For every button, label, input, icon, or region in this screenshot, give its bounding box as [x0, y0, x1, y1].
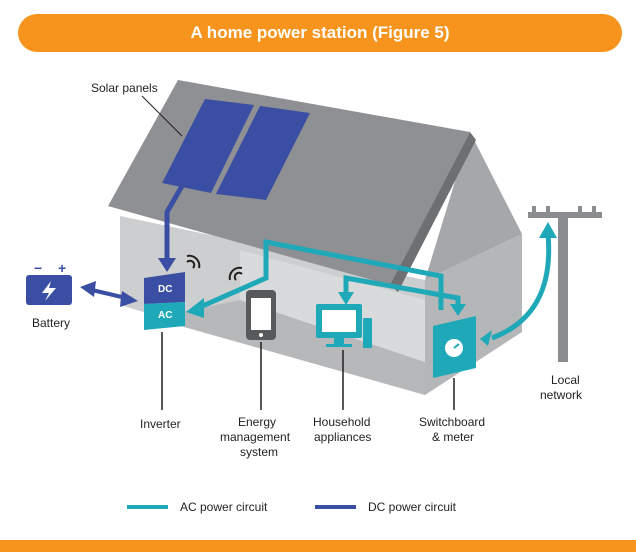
ac-line-switchboard-network	[491, 233, 552, 341]
switchboard-icon	[433, 316, 476, 378]
page-title: A home power station (Figure 5)	[190, 23, 450, 42]
ac-arrowhead-switchboard	[450, 304, 466, 316]
power-pole-icon	[528, 206, 602, 362]
label-switchboard-1: Switchboard	[419, 415, 485, 429]
solar-panel-left	[162, 99, 254, 193]
title-banner: A home power station (Figure 5)	[18, 14, 622, 52]
inverter-box: DC AC	[144, 272, 185, 330]
label-local-1: Local	[551, 373, 580, 387]
inverter-ac-label: AC	[158, 310, 172, 321]
label-battery: Battery	[32, 316, 70, 330]
solar-panel-right	[216, 106, 310, 200]
roof-edge	[390, 132, 476, 292]
label-local-2: network	[540, 388, 583, 402]
label-solar-panels: Solar panels	[91, 81, 158, 95]
appliance-icon	[316, 304, 372, 348]
wifi-icon	[186, 254, 201, 269]
leader-solar	[141, 95, 183, 137]
label-inverter: Inverter	[140, 417, 181, 431]
house-interior-floor	[152, 300, 425, 395]
dc-line-battery-inverter	[91, 288, 127, 300]
legend-dc-label: DC power circuit	[368, 500, 457, 514]
battery-plus: +	[58, 260, 66, 276]
dc-line-panels-inverter	[164, 184, 185, 262]
label-household-1: Household	[313, 415, 370, 429]
ac-line-switchboard-inverter	[196, 238, 444, 311]
battery-icon: − +	[26, 260, 72, 305]
legend-ac-label: AC power circuit	[180, 500, 268, 514]
label-switchboard-2: & meter	[432, 430, 474, 444]
wifi-icon-phone	[228, 266, 243, 281]
label-household-2: appliances	[314, 430, 371, 444]
inverter-dc-label: DC	[158, 284, 172, 295]
label-energy-2: management	[220, 430, 291, 444]
bottom-accent-bar	[0, 540, 636, 552]
phone-icon	[246, 290, 276, 340]
battery-minus: −	[34, 260, 42, 276]
ac-arrowhead-appliances	[338, 292, 354, 305]
label-energy-1: Energy	[238, 415, 276, 429]
dc-arrowhead	[158, 258, 176, 272]
house-gable	[425, 132, 522, 280]
ac-arrowhead-inverter	[186, 298, 204, 318]
label-energy-3: system	[240, 445, 278, 459]
ac-line-appliances	[343, 275, 461, 306]
